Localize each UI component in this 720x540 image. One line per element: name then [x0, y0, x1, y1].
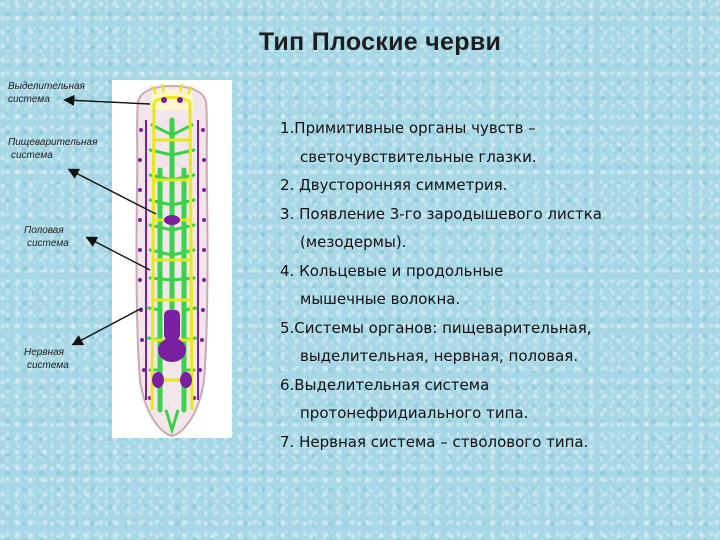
- label-digestive-system: Пищеварительная система: [8, 136, 97, 162]
- fact-item: 1.Примитивные органы чувств –светочувств…: [280, 119, 537, 166]
- label-excretory-line2: система: [8, 94, 50, 105]
- label-nervous-system: Нервная система: [24, 346, 69, 372]
- page-title: Тип Плоские черви: [258, 28, 502, 56]
- label-reproductive-line1: Половая: [24, 225, 64, 236]
- label-excretory-system: Выделительная система: [8, 80, 85, 106]
- arrow-reproductive: [85, 236, 151, 271]
- fact-item: 3. Появление 3-го зародышевого листка(ме…: [280, 204, 603, 252]
- flatworm-illustration: [112, 80, 232, 438]
- arrow-nervous: [71, 307, 143, 346]
- fact-item: 2. Двусторонняя симметрия.: [280, 176, 508, 194]
- label-digestive-line2: система: [11, 150, 53, 161]
- flatworm-svg: [135, 83, 209, 438]
- characteristics-list: 1.Примитивные органы чувств –светочувств…: [280, 114, 710, 456]
- label-reproductive-system: Половая система: [24, 224, 69, 250]
- label-excretory-line1: Выделительная: [8, 81, 85, 92]
- label-nervous-line1: Нервная: [24, 347, 64, 358]
- label-nervous-line2: система: [27, 360, 69, 371]
- arrow-digestive: [67, 168, 157, 215]
- label-reproductive-line2: система: [27, 238, 69, 249]
- fact-item: 7. Нервная система – стволового типа.: [280, 432, 589, 451]
- arrow-excretory: [63, 94, 151, 106]
- fact-item: 5.Системы органов: пищеварительная,выдел…: [280, 318, 592, 366]
- label-digestive-line1: Пищеварительная: [8, 137, 98, 148]
